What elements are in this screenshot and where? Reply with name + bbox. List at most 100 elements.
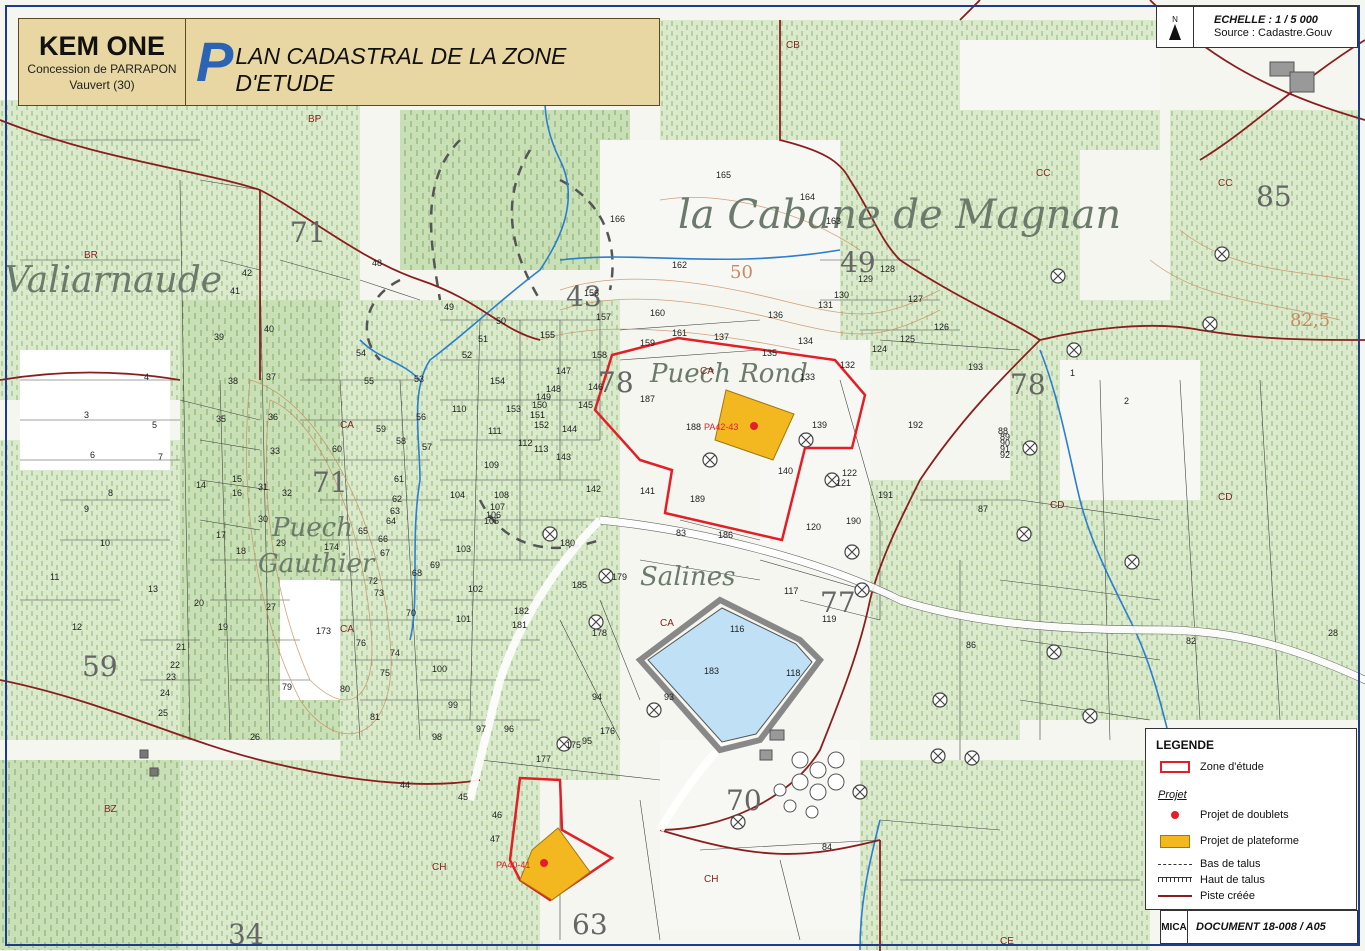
well-cross-icon	[1126, 556, 1138, 568]
north-arrow: N	[1157, 7, 1194, 47]
parcel-number: 22	[170, 660, 180, 670]
contour-lines	[246, 197, 1351, 735]
parcel-number: 66	[378, 534, 388, 544]
parcel-numbers: 1651661621641631281291301311271261251241…	[50, 170, 1338, 852]
large-number: 85	[1256, 180, 1292, 213]
parcel-number: 15	[232, 474, 242, 484]
section-label: CA	[660, 618, 674, 629]
parcel-number: 72	[368, 576, 378, 586]
parcel-number: 121	[836, 478, 851, 488]
section-label: CC	[1036, 168, 1050, 179]
parcel-number: 27	[266, 602, 276, 612]
parcel-number: 87	[978, 504, 988, 514]
parcel-number: 28	[1328, 628, 1338, 638]
parcel-number: 53	[414, 374, 424, 384]
scale-block: N ECHELLE : 1 / 5 000 Source : Cadastre.…	[1156, 6, 1358, 48]
large-number: 77	[820, 586, 856, 619]
title-right-panel: P LAN CADASTRAL DE LA ZONE D'ETUDE	[186, 19, 659, 105]
parcel-number: 33	[270, 446, 280, 456]
legend-haut-talus-label: Haut de talus	[1200, 874, 1265, 886]
parcel-lines	[20, 139, 1281, 941]
large-number: 78	[598, 366, 634, 399]
parcel-number: 29	[276, 538, 286, 548]
parcel-number: 3	[84, 410, 89, 420]
parcel-number: 101	[456, 614, 471, 624]
parcel-number: 136	[768, 310, 783, 320]
parcel-number: 81	[370, 712, 380, 722]
parcel-number: 130	[834, 290, 849, 300]
parcel-number: 125	[900, 334, 915, 344]
parcel-number: 20	[194, 598, 204, 608]
parcel-number: 80	[340, 684, 350, 694]
contour-label-82-5: 82,5	[1290, 310, 1330, 331]
parcel-number: 162	[672, 260, 687, 270]
parcel-number: 145	[578, 400, 593, 410]
well-cross-icon	[854, 786, 866, 798]
parcel-number: 32	[282, 488, 292, 498]
parcel-number: 107	[490, 502, 505, 512]
parcel-number: 160	[650, 308, 665, 318]
section-label: CC	[1218, 178, 1232, 189]
parcel-number: 64	[386, 516, 396, 526]
well-cross-icon	[856, 584, 868, 596]
parcel-number: 110	[452, 404, 466, 414]
parcel-number: 25	[158, 708, 168, 718]
parcel-number: 82	[1186, 636, 1196, 646]
parcel-number: 36	[268, 412, 278, 422]
parcel-number: 144	[562, 424, 577, 434]
legend-projet-heading: Projet	[1158, 789, 1187, 801]
parcel-number: 158	[592, 350, 607, 360]
place-name-gauthier: Gauthier	[258, 549, 376, 579]
parcel-number: 117	[784, 586, 798, 596]
place-name-salines: Salines	[640, 562, 735, 592]
map-frame	[5, 5, 1360, 946]
well-cross-icon	[1024, 442, 1036, 454]
parcel-number: 13	[148, 584, 158, 594]
parcel-number: 63	[390, 506, 400, 516]
parcel-number: 102	[468, 584, 483, 594]
parcel-number: 178	[592, 628, 607, 638]
place-name-valiarnaude: Valiarnaude	[4, 260, 222, 301]
section-label: BP	[308, 114, 322, 125]
parcel-number: 88	[998, 426, 1008, 436]
parcel-number: 49	[444, 302, 454, 312]
parcel-number: 180	[560, 538, 575, 548]
parcel-number: 163	[826, 216, 841, 226]
parcel-number: 14	[196, 480, 206, 490]
parcel-number: 118	[786, 668, 800, 678]
parcel-number: 100	[432, 664, 447, 674]
well-cross-icon	[732, 816, 744, 828]
parcel-number: 140	[778, 466, 793, 476]
parcel-number: 105	[484, 516, 499, 526]
parcel-number: 52	[462, 350, 472, 360]
parcel-number: 4	[144, 372, 149, 382]
parcel-number: 139	[812, 420, 827, 430]
place-name-puech: Puech	[271, 513, 353, 543]
parcel-number: 106	[486, 510, 501, 520]
section-label: CA	[340, 624, 354, 635]
parcel-number: 142	[586, 484, 601, 494]
parcel-number: 62	[392, 494, 402, 504]
document-block: MICA DOCUMENT 18-008 / A05	[1160, 910, 1358, 944]
parcel-number: 39	[214, 332, 224, 342]
parcel-number: 65	[358, 526, 368, 536]
parcel-number: 5	[152, 420, 157, 430]
parcel-number: 93	[664, 692, 674, 702]
parcel-number: 150	[532, 400, 547, 410]
parcel-number: 98	[432, 732, 442, 742]
well-cross-icon	[704, 454, 716, 466]
parcel-number: 21	[176, 642, 186, 652]
well-cross-icon	[648, 704, 660, 716]
parcel-number: 183	[704, 666, 719, 676]
parcel-number: 192	[908, 420, 923, 430]
parcel-number: 70	[406, 608, 416, 618]
parcel-number: 148	[546, 384, 561, 394]
parcel-number: 99	[448, 700, 458, 710]
parcel-number: 6	[90, 450, 95, 460]
legend: LEGENDE Zone d'étude Projet Projet de do…	[1145, 728, 1357, 910]
parcel-number: 8	[108, 488, 113, 498]
legend-item-bas-talus: Bas de talus	[1156, 856, 1261, 872]
